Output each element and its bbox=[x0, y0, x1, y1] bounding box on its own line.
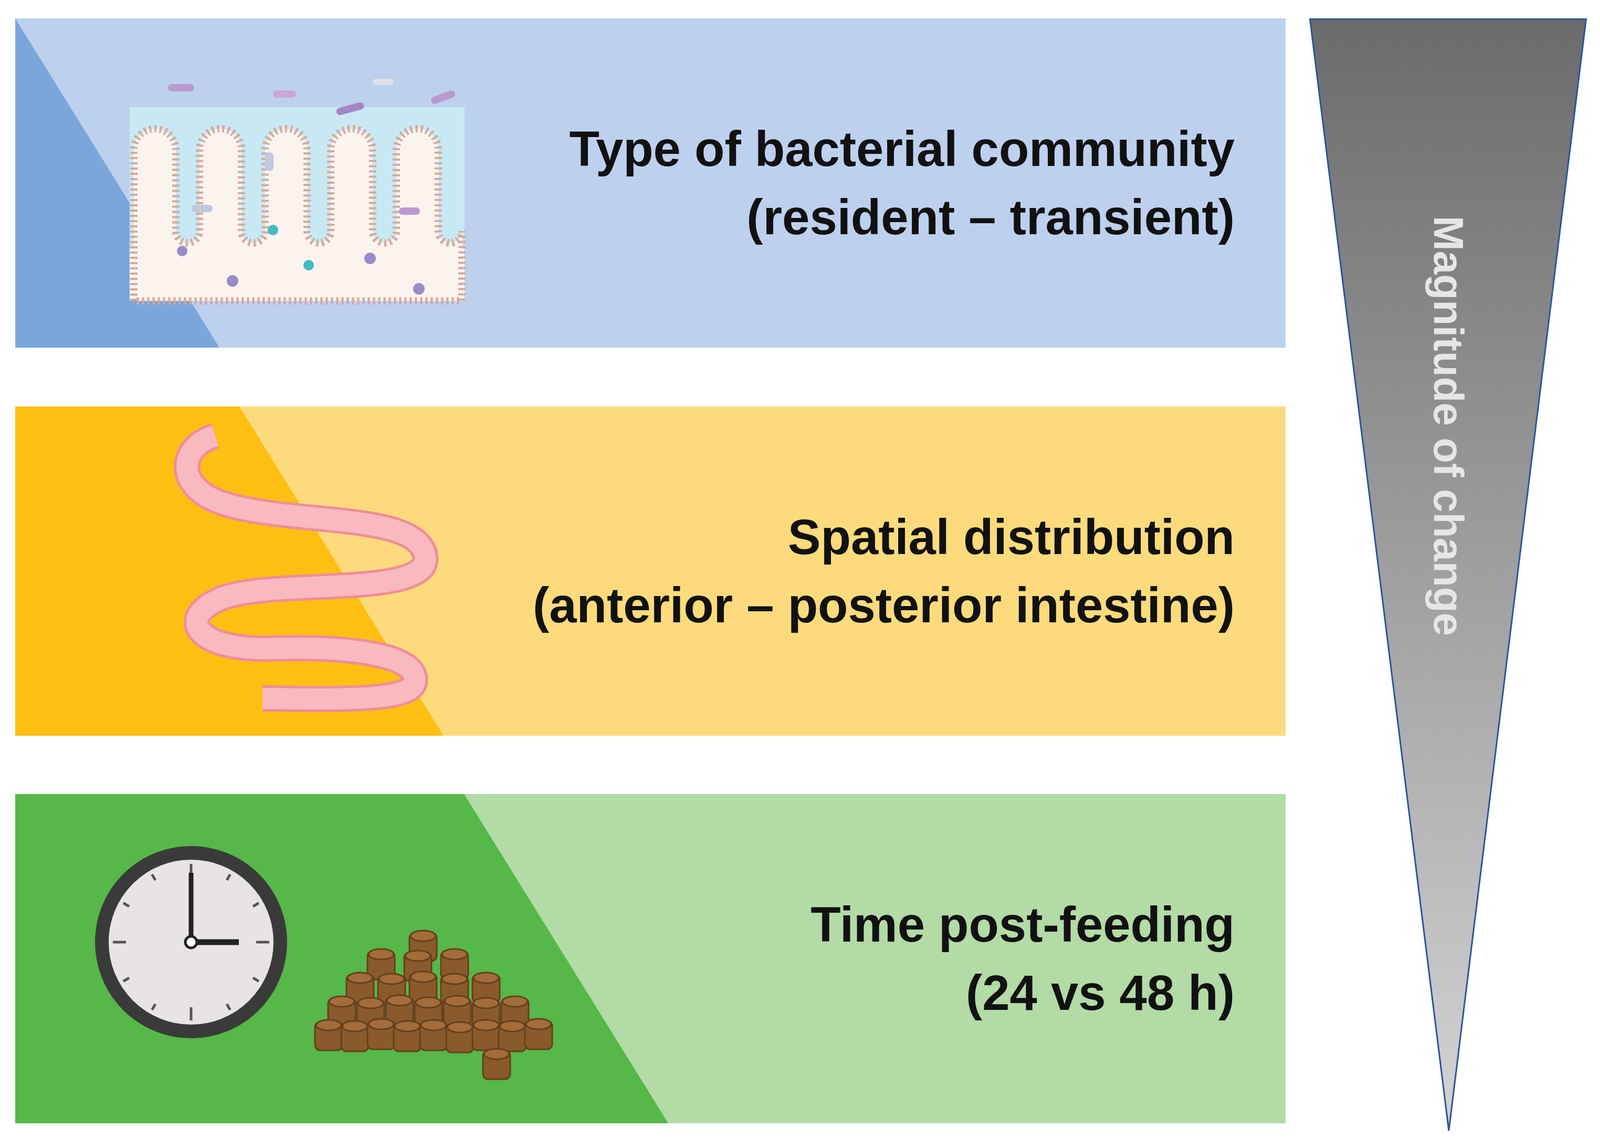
band-accent bbox=[15, 18, 220, 348]
intestine-illustration bbox=[186, 435, 426, 699]
tissue-bg bbox=[129, 107, 465, 301]
band-accent bbox=[15, 406, 444, 736]
bacterium bbox=[335, 101, 365, 116]
bacterium bbox=[272, 90, 297, 98]
clock-face bbox=[101, 852, 281, 1031]
band-heading: Spatial distribution bbox=[787, 502, 1235, 572]
feed-pellets bbox=[314, 930, 553, 1079]
immune-cell bbox=[413, 282, 425, 295]
immune-cell bbox=[226, 275, 239, 287]
category-band: Type of bacterial community(resident – t… bbox=[15, 18, 1286, 348]
band-shape bbox=[15, 18, 1286, 348]
immune-cell bbox=[364, 252, 376, 265]
axis-label: Magnitude of change bbox=[1424, 215, 1473, 636]
band-fill bbox=[15, 18, 1286, 348]
triangle-fill bbox=[1310, 19, 1587, 1131]
magnitude-triangle: Magnitude of change bbox=[1309, 18, 1587, 1132]
band-fill bbox=[15, 406, 1286, 736]
bacterium bbox=[167, 83, 195, 92]
immune-cell bbox=[176, 245, 188, 257]
band-text-group: Time post-feeding(24 vs 48 h) bbox=[15, 793, 1235, 1123]
clock-center bbox=[185, 935, 197, 948]
band-heading: Type of bacterial community bbox=[569, 114, 1235, 184]
minute-hand bbox=[188, 872, 194, 942]
villi-epithelium bbox=[133, 128, 462, 301]
band-text-group: Spatial distribution(anterior – posterio… bbox=[15, 406, 1235, 736]
band-shape bbox=[15, 793, 1286, 1123]
mucus-layer bbox=[129, 107, 465, 249]
band-subheading: (anterior – posterior intestine) bbox=[532, 571, 1235, 640]
category-band: Spatial distribution(anterior – posterio… bbox=[15, 406, 1286, 736]
bacterium bbox=[398, 207, 420, 215]
bacterium bbox=[429, 89, 457, 105]
band-text-group: Type of bacterial community(resident – t… bbox=[15, 18, 1235, 348]
hour-hand bbox=[191, 939, 239, 945]
clock-icon bbox=[101, 852, 281, 1031]
villi-illustration bbox=[129, 78, 465, 301]
band-subheading: (24 vs 48 h) bbox=[965, 958, 1235, 1027]
immune-cell bbox=[267, 224, 279, 236]
clock-ticks bbox=[112, 863, 270, 1020]
band-fill bbox=[15, 793, 1286, 1123]
band-heading: Time post-feeding bbox=[810, 890, 1235, 959]
intestine-body bbox=[186, 435, 426, 699]
bacterium bbox=[265, 152, 274, 172]
band-accent bbox=[15, 793, 669, 1123]
category-band: Time post-feeding(24 vs 48 h) bbox=[15, 793, 1286, 1123]
bacterium bbox=[191, 204, 213, 213]
intestine-outline bbox=[186, 435, 426, 699]
bacterium bbox=[372, 78, 394, 86]
band-shape bbox=[15, 406, 1286, 736]
immune-cell bbox=[303, 259, 314, 271]
band-subheading: (resident – transient) bbox=[746, 183, 1235, 252]
